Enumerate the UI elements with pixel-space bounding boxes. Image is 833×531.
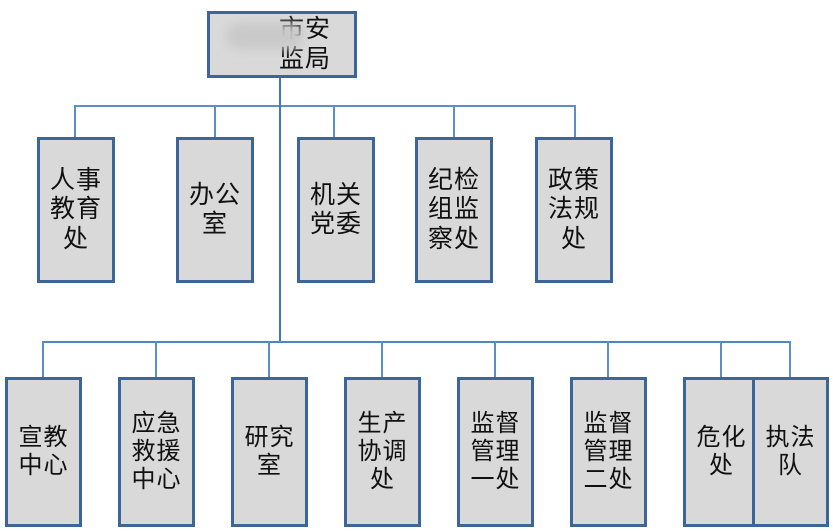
org-node-label: 政策 法规 处 xyxy=(547,166,600,253)
connector-drop-level3-7 xyxy=(720,341,722,379)
connector-drop-level2-1 xyxy=(74,105,76,139)
org-node-weihua-chu[interactable]: 危化 处 xyxy=(683,377,760,527)
org-node-label: 监督 管理 一处 xyxy=(470,410,521,494)
org-node-zhifa-dui[interactable]: 执法 队 xyxy=(752,377,829,527)
org-node-renshi-jiaoyu-chu[interactable]: 人事 教育 处 xyxy=(37,137,115,283)
connector-drop-level2-5 xyxy=(574,105,576,139)
org-node-bangongshi[interactable]: 办公 室 xyxy=(176,137,254,283)
connector-level2-bus xyxy=(74,105,576,107)
connector-level3-bus xyxy=(42,341,790,343)
org-node-label: 危化 处 xyxy=(696,424,747,479)
connector-drop-level3-3 xyxy=(268,341,270,379)
org-node-label: 执法 队 xyxy=(765,424,816,479)
org-node-label: 人事 教育 处 xyxy=(49,166,102,253)
org-node-label: 宣教 中心 xyxy=(18,424,69,479)
org-node-label: 机关 党委 xyxy=(309,181,362,239)
org-node-root[interactable]: 市安 监局 xyxy=(207,11,357,78)
org-node-jiandu-guanli-erchu[interactable]: 监督 管理 二处 xyxy=(570,377,647,527)
org-node-jiguan-dangwei[interactable]: 机关 党委 xyxy=(297,137,375,283)
connector-drop-level3-4 xyxy=(381,341,383,379)
connector-drop-level3-8 xyxy=(789,341,791,379)
connector-drop-level3-1 xyxy=(42,341,44,379)
redaction-overlay xyxy=(226,23,304,49)
connector-drop-level2-4 xyxy=(453,105,455,139)
connector-drop-level2-2 xyxy=(214,105,216,139)
connector-drop-level3-6 xyxy=(607,341,609,379)
org-node-xuanjiao-zhongxin[interactable]: 宣教 中心 xyxy=(5,377,82,527)
connector-trunk-to-level3 xyxy=(279,105,281,343)
org-node-label: 应急 救援 中心 xyxy=(131,410,182,494)
connector-drop-level3-5 xyxy=(494,341,496,379)
org-node-label: 监督 管理 二处 xyxy=(583,410,634,494)
connector-drop-level3-2 xyxy=(155,341,157,379)
org-node-yanjiushi[interactable]: 研究 室 xyxy=(231,377,308,527)
org-node-zhengce-fagui-chu[interactable]: 政策 法规 处 xyxy=(535,137,613,283)
org-node-jijian-zujiancha-chu[interactable]: 纪检 组监 察处 xyxy=(415,137,493,283)
connector-root-trunk xyxy=(279,78,281,106)
org-node-label: 生产 协调 处 xyxy=(357,410,408,494)
connector-drop-level2-3 xyxy=(333,105,335,139)
org-node-shengchan-xietiao-chu[interactable]: 生产 协调 处 xyxy=(344,377,421,527)
org-node-label: 纪检 组监 察处 xyxy=(427,166,480,253)
org-node-label: 办公 室 xyxy=(188,181,241,239)
org-node-jiandu-guanli-yichu[interactable]: 监督 管理 一处 xyxy=(457,377,534,527)
org-node-yingji-jiuyuan-zhongxin[interactable]: 应急 救援 中心 xyxy=(118,377,195,527)
org-node-label: 研究 室 xyxy=(244,424,295,479)
